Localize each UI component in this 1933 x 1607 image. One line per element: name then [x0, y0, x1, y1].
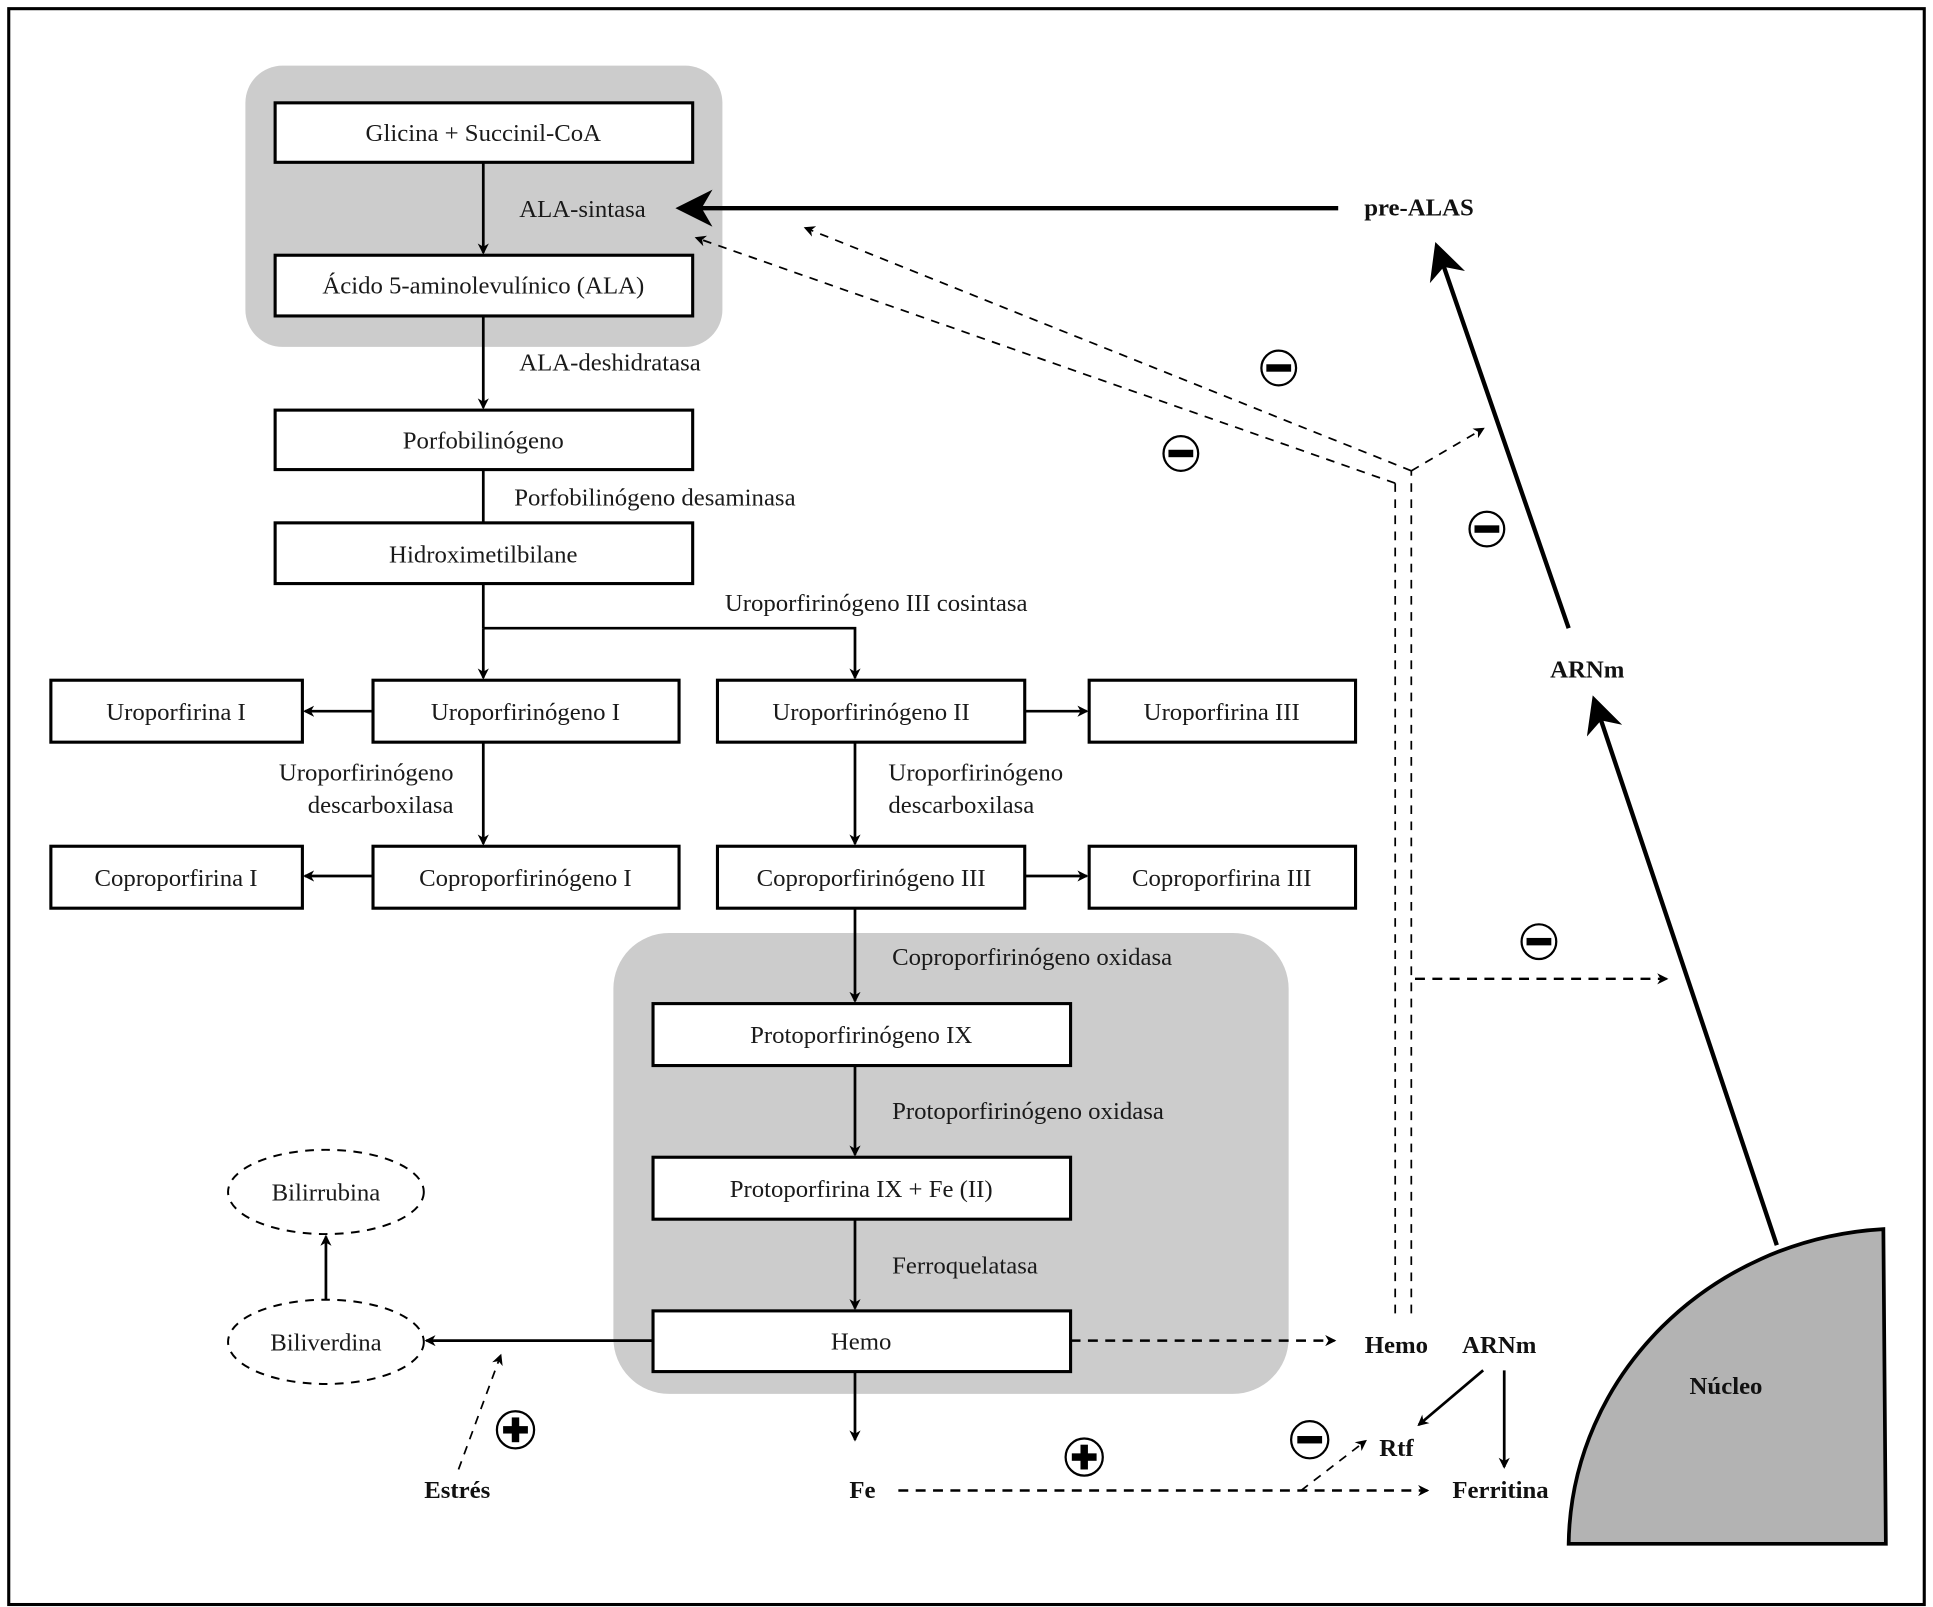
enzyme-uro-descarb-left-1: Uroporfirinógeno	[279, 760, 454, 787]
node-hemo: Hemo	[831, 1328, 892, 1355]
enzyme-pbg-desaminasa: Porfobilinógeno desaminasa	[514, 485, 795, 512]
node-bilirrubina: Bilirrubina	[272, 1180, 381, 1207]
node-uroporfirina-i-box	[49, 678, 304, 744]
node-pre-alas: pre-ALAS	[1364, 195, 1474, 222]
arrow-heme-inhibit-ala-sintasa	[694, 235, 1396, 485]
node-biliverdina: Biliverdina	[270, 1330, 381, 1357]
node-coproporfirina-iii-box	[1087, 844, 1358, 910]
enzyme-ferroquelatasa: Ferroquelatasa	[892, 1253, 1038, 1280]
enzyme-uro-cosintasa: Uroporfirinógeno III cosintasa	[725, 590, 1028, 617]
node-hemo-regulatory: Hemo	[1365, 1332, 1428, 1359]
plus-circle-icon	[495, 1410, 536, 1450]
node-coproporfirinogeno-i: Coproporfirinógeno I	[419, 865, 632, 892]
minus-circle-icon	[1290, 1420, 1330, 1460]
node-coproporfirina-iii: Coproporfirina III	[1132, 865, 1312, 892]
node-protoporfirina-fe: Protoporfirina IX + Fe (II)	[730, 1176, 993, 1203]
node-ala-box	[273, 253, 695, 318]
node-protoporfirina-fe-box	[651, 1155, 1073, 1221]
arrow-arnm-rtf	[1417, 1369, 1485, 1427]
node-protoporfirinogeno-ix-box	[651, 1002, 1073, 1068]
arrow-nucleus-arnm	[1586, 695, 1779, 1246]
enzyme-proto-oxidasa: Protoporfirinógeno oxidasa	[892, 1098, 1164, 1125]
enzyme-uro-descarb-left-2: descarboxilasa	[308, 792, 454, 819]
plus-circle-icon	[1064, 1437, 1104, 1477]
figure-frame	[7, 7, 1926, 1607]
node-uroporfirinogeno-i: Uroporfirinógeno I	[431, 699, 620, 726]
minus-circle-icon	[1162, 435, 1200, 472]
node-porfobilinogeno-box	[273, 408, 695, 472]
minus-circle-icon	[1520, 923, 1558, 961]
minus-circle-icon	[1468, 510, 1506, 548]
node-ferritina: Ferritina	[1452, 1477, 1549, 1504]
node-estres: Estrés	[424, 1477, 490, 1504]
node-porfobilinogeno: Porfobilinógeno	[403, 428, 564, 455]
node-coproporfirina-i: Coproporfirina I	[95, 865, 258, 892]
node-protoporfirinogeno-ix: Protoporfirinógeno IX	[750, 1022, 972, 1049]
enzyme-uro-descarb-right-2: descarboxilasa	[888, 792, 1034, 819]
arrow-heme-inhibit-translation	[1410, 427, 1485, 472]
arrow-fe-rtf	[1300, 1439, 1367, 1492]
node-glicina: Glicina + Succinil-CoA	[366, 120, 602, 147]
arrow-hmb-uro-ii	[483, 626, 861, 680]
node-coproporfirinogeno-i-box	[371, 844, 681, 910]
node-uroporfirinogeno-i-box	[371, 678, 681, 744]
node-uroporfirinogeno-ii: Uroporfirinógeno II	[772, 699, 969, 726]
node-uroporfirina-iii-box	[1087, 678, 1358, 744]
node-arnm-regulatory: ARNm	[1462, 1332, 1537, 1359]
node-bilirrubina-ellipse	[227, 1148, 425, 1236]
arrow-heme-inhibit-transport	[803, 226, 1412, 472]
node-coproporfirinogeno-iii-box	[715, 844, 1027, 910]
node-coproporfirinogeno-iii: Coproporfirinógeno III	[757, 865, 986, 892]
nucleus-shape	[1566, 1227, 1888, 1546]
minus-circle-icon	[1260, 349, 1298, 387]
enzyme-copro-oxidasa: Coproporfirinógeno oxidasa	[892, 944, 1172, 971]
node-uroporfirina-i: Uroporfirina I	[106, 699, 246, 726]
enzyme-ala-deshidratasa: ALA-deshidratasa	[519, 349, 701, 376]
nucleus-label: Núcleo	[1690, 1373, 1763, 1400]
arrow-arnm-pre-alas	[1429, 241, 1571, 629]
node-ala: Ácido 5-aminolevulínico (ALA)	[322, 272, 644, 300]
arrow-estres-ho	[457, 1353, 503, 1470]
node-rtf: Rtf	[1379, 1435, 1414, 1462]
enzyme-uro-descarb-right-1: Uroporfirinógeno	[888, 760, 1063, 787]
node-coproporfirina-i-box	[49, 844, 304, 910]
node-fe: Fe	[849, 1477, 875, 1504]
enzyme-ala-sintasa: ALA-sintasa	[519, 196, 646, 223]
node-arnm: ARNm	[1550, 657, 1625, 684]
node-hidroximetilbilane: Hidroximetilbilane	[389, 542, 577, 569]
node-uroporfirina-iii: Uroporfirina III	[1144, 699, 1300, 726]
